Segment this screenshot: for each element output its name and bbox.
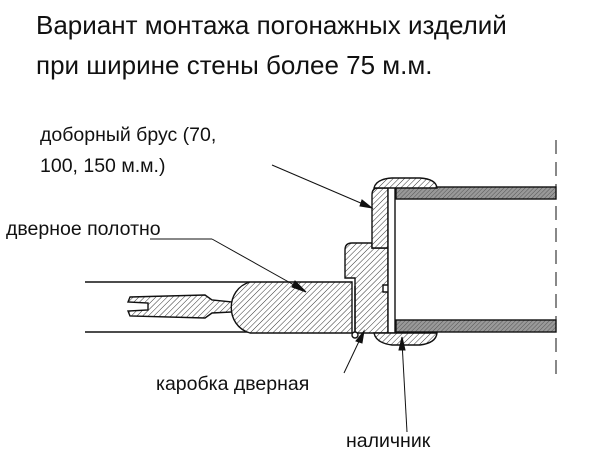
door-leaf xyxy=(230,281,353,334)
label-casing: наличник xyxy=(346,430,431,452)
arrow-door-frame xyxy=(355,329,365,344)
label-dobor-line-1: доборный брус (70, xyxy=(40,124,217,146)
dobor-beam xyxy=(371,187,389,249)
door-handle xyxy=(126,294,253,319)
arrow-casing xyxy=(398,336,406,351)
casing-bottom xyxy=(373,332,438,346)
hinge-knuckle xyxy=(351,331,359,339)
casing-top xyxy=(373,177,438,189)
title-line-2: при ширине стены более 75 м.м. xyxy=(36,50,433,80)
arrow-door-leaf xyxy=(291,280,307,293)
leader-casing xyxy=(401,341,408,433)
arrow-dobor xyxy=(359,199,374,209)
title-line-1: Вариант монтажа погонажных изделий xyxy=(36,10,507,40)
gap-strip xyxy=(387,186,396,334)
leader-door-leaf xyxy=(211,238,304,291)
wall-panel-top xyxy=(395,186,557,200)
label-door-leaf: дверное полотно xyxy=(6,218,161,240)
label-dobor-line-2: 100, 150 м.м.) xyxy=(40,155,166,177)
wall-panel-bottom xyxy=(395,319,557,333)
label-door-frame: каробка дверная xyxy=(156,373,310,395)
leader-dobor xyxy=(271,164,371,208)
